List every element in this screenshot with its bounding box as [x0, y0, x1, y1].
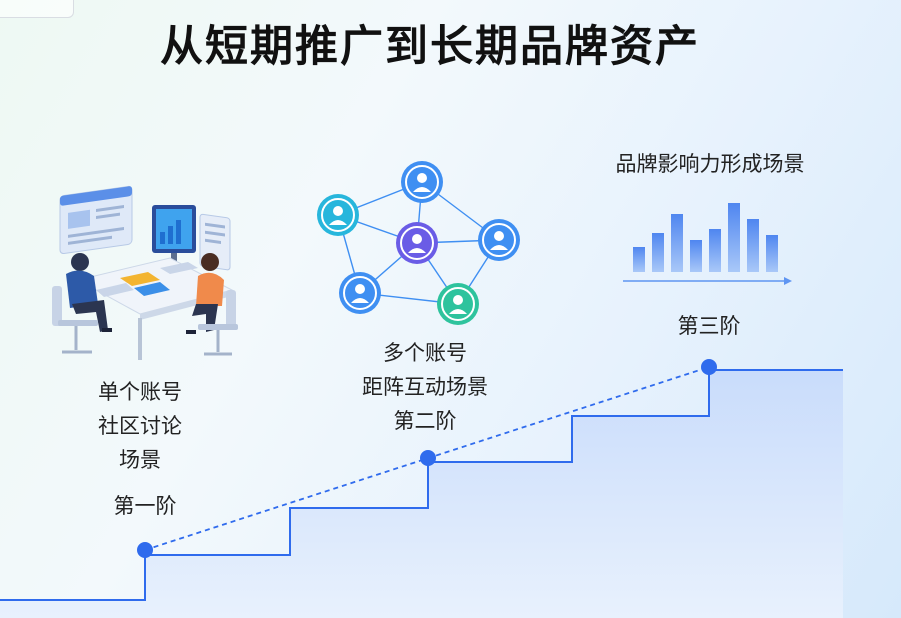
account-network-icon: [317, 161, 520, 325]
stage-2-caption-line: 多个账号: [383, 341, 467, 365]
stage-2-marker: [420, 450, 436, 466]
stage-1-marker: [137, 542, 153, 558]
stage-3-marker: [701, 359, 717, 375]
stage-3-label: 第三阶: [677, 314, 741, 338]
workspace-illustration-icon: [52, 185, 238, 360]
network-node-top: [401, 161, 443, 203]
stage-2-caption-line: 距阵互动场景: [362, 375, 488, 399]
stage-1-caption: 单个账号 社区讨论 场景: [80, 375, 200, 477]
bar: [690, 240, 702, 272]
stage-2-caption: 多个账号 距阵互动场景: [330, 336, 520, 404]
bar: [671, 214, 683, 272]
bar: [728, 203, 740, 272]
stage-2-label: 第二阶: [393, 409, 457, 433]
stage-1-caption-line: 场景: [119, 448, 161, 472]
network-node-left: [317, 194, 359, 236]
bar-chart-axis-arrow: [784, 277, 792, 285]
network-node-center: [396, 222, 438, 264]
bar: [633, 247, 645, 272]
bar: [652, 233, 664, 272]
staircase-outline: [0, 369, 843, 601]
stage-1-caption-line: 单个账号: [98, 380, 182, 404]
stage-3-caption: 品牌影响力形成场景: [615, 152, 805, 176]
corner-badge: [0, 0, 74, 18]
bar-chart-icon: [623, 203, 792, 285]
network-node-right: [478, 219, 520, 261]
bar: [709, 229, 721, 272]
staircase: [0, 359, 843, 618]
network-node-bottom-left: [339, 272, 381, 314]
bar: [766, 235, 778, 272]
bar: [747, 219, 759, 272]
stage-1-label: 第一阶: [113, 494, 177, 518]
network-node-bottom-right: [437, 283, 479, 325]
page-title: 从短期推广到长期品牌资产: [160, 22, 700, 72]
stage-1-caption-line: 社区讨论: [98, 414, 182, 438]
